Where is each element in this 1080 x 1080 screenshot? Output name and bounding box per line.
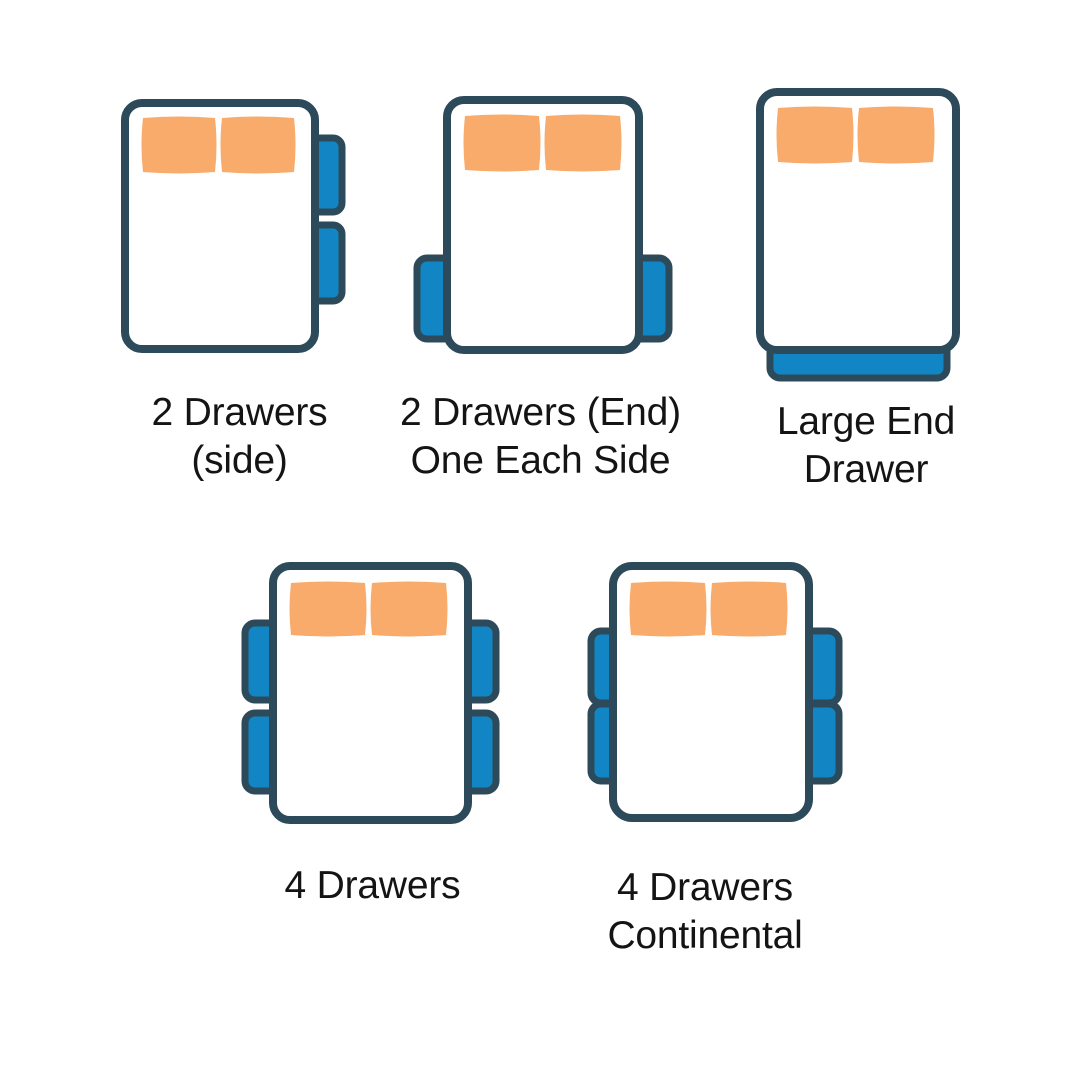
caption-four-drawers-continental: 4 Drawers Continental [607, 866, 803, 957]
bed-diagram-four-drawers-continental [587, 562, 843, 822]
bed-diagram-four-drawers [241, 562, 500, 824]
caption-two-drawers-side: 2 Drawers (side) [151, 391, 328, 482]
caption-four-drawers: 4 Drawers [284, 864, 461, 907]
pillow-right [370, 581, 448, 637]
caption-large-end-drawer: Large End Drawer [776, 400, 956, 491]
bed-option-four-drawers-continental[interactable] [568, 552, 853, 837]
pillow-left [289, 581, 367, 637]
bed-diagram-two-drawers-end [413, 96, 673, 354]
pillow-right [544, 114, 622, 172]
bed-option-two-drawers-end[interactable] [403, 86, 683, 371]
pillow-left [463, 114, 541, 172]
pillow-right [220, 116, 296, 174]
pillow-right [710, 581, 788, 637]
bed-option-two-drawers-side[interactable] [108, 86, 358, 366]
pillow-left [141, 116, 217, 174]
pillow-left [629, 581, 707, 637]
bed-diagram-large-end-drawer [756, 88, 960, 382]
pillow-left [776, 106, 854, 164]
pillow-right [857, 106, 935, 164]
bed-option-large-end-drawer[interactable] [746, 78, 981, 393]
caption-two-drawers-end: 2 Drawers (End) One Each Side [400, 391, 681, 482]
bed-option-four-drawers[interactable] [233, 552, 508, 837]
bed-diagram-two-drawers-side [121, 99, 346, 353]
